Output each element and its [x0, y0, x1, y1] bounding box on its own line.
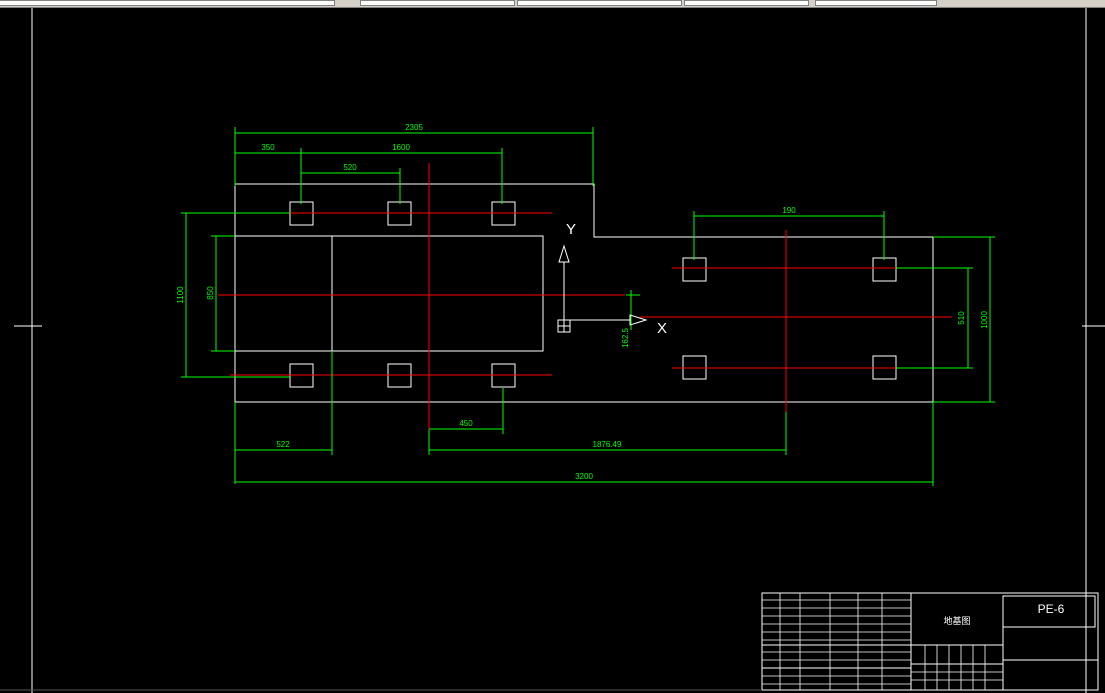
drawing-canvas[interactable]: 2305 350 1600 520 190 450 522 1876.49 32…	[0, 8, 1105, 693]
dim-3200: 3200	[575, 472, 593, 481]
dimension-lines	[181, 127, 995, 486]
dim-850: 850	[206, 286, 215, 300]
dim-1876: 1876.49	[593, 440, 622, 449]
dimension-text: 2305 350 1600 520 190 450 522 1876.49 32…	[176, 123, 989, 481]
dim-350: 350	[261, 143, 275, 152]
dim-522: 522	[276, 440, 290, 449]
title-block	[761, 592, 1099, 691]
dim-510: 510	[957, 311, 966, 325]
style-dropdown[interactable]	[815, 0, 937, 6]
lineweight-dropdown[interactable]	[517, 0, 682, 6]
anchor-hole	[682, 257, 707, 282]
linetype-dropdown[interactable]	[360, 0, 515, 6]
ucs-icon	[557, 244, 648, 333]
ucs-y-label: Y	[566, 221, 576, 238]
ucs-x-label: X	[657, 320, 667, 337]
layer-dropdown[interactable]	[0, 0, 335, 6]
dim-2305: 2305	[405, 123, 423, 132]
toolbar	[0, 0, 1105, 8]
center-lines	[218, 163, 952, 430]
dim-1600: 1600	[392, 143, 410, 152]
dim-190: 190	[782, 206, 796, 215]
title-block-grid	[762, 593, 1003, 690]
drawing-number: PE-6	[1038, 602, 1065, 616]
dim-162-5: 162.5	[621, 327, 630, 348]
anchor-hole	[872, 257, 897, 282]
drawing-title: 地基图	[943, 615, 970, 626]
dim-1100: 1100	[176, 286, 185, 304]
plotstyle-dropdown[interactable]	[684, 0, 809, 6]
sheet-border	[14, 8, 1105, 693]
dim-520: 520	[343, 163, 357, 172]
foundation-outline	[234, 183, 934, 403]
dim-450: 450	[459, 419, 473, 428]
dim-1000: 1000	[980, 311, 989, 329]
